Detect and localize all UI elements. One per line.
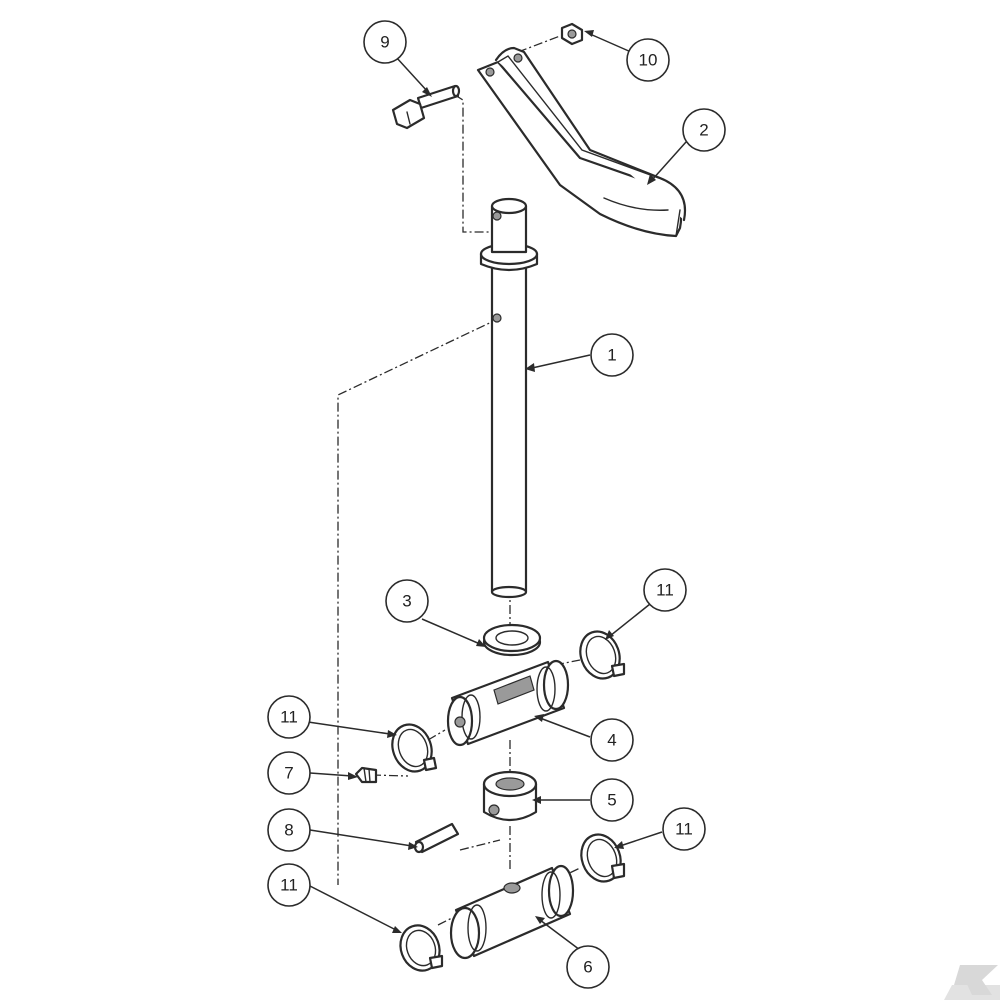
callout-3: 3	[385, 579, 429, 623]
callout-number: 7	[284, 764, 293, 783]
callout-number: 4	[607, 731, 616, 750]
leader-lines	[307, 30, 687, 951]
part-11-circlip-lower-right	[580, 833, 626, 883]
callout-number: 2	[699, 121, 708, 140]
callout-11-upper-left: 11	[267, 695, 311, 739]
part-11-circlip-upper-left	[391, 723, 438, 773]
callout-2: 2	[682, 108, 726, 152]
part-8-roll-pin	[413, 822, 460, 854]
callout-1: 1	[590, 333, 634, 377]
callout-4: 4	[590, 718, 634, 762]
part-10-nut	[560, 22, 584, 46]
callout-number: 11	[280, 876, 298, 895]
callout-number: 3	[402, 592, 411, 611]
part-9-bolt	[391, 84, 461, 130]
callout-number: 5	[607, 791, 616, 810]
watermark-logo	[944, 965, 1000, 1000]
callout-number: 1	[607, 346, 616, 365]
part-11-circlip-upper-right	[579, 630, 626, 680]
callout-6: 6	[566, 945, 610, 989]
callout-11-lower-right: 11	[662, 807, 706, 851]
callout-8: 8	[267, 808, 311, 852]
callout-number: 10	[639, 51, 658, 70]
part-3-washer	[482, 623, 542, 657]
callout-5: 5	[590, 778, 634, 822]
callout-number: 11	[280, 708, 298, 727]
part-4-cross-pin	[446, 659, 570, 747]
callout-9: 9	[363, 20, 407, 64]
callout-7: 7	[267, 751, 311, 795]
part-5-collar	[482, 770, 538, 822]
callout-number: 6	[583, 958, 592, 977]
callout-number: 9	[380, 33, 389, 52]
callout-11-upper-right: 11	[643, 568, 687, 612]
assembly-guide-lines	[337, 35, 581, 926]
callout-11-lower-left: 11	[267, 863, 311, 907]
callout-10: 10	[626, 38, 670, 82]
part-7-grease-nipple	[354, 766, 378, 784]
part-11-circlip-lower-left	[399, 924, 444, 972]
callout-number: 8	[284, 821, 293, 840]
part-1-shaft	[479, 197, 539, 599]
part-6-cross-pin	[449, 864, 575, 960]
part-2-handle-lever	[476, 46, 687, 238]
callout-number: 11	[656, 581, 674, 600]
callout-number: 11	[675, 820, 693, 839]
